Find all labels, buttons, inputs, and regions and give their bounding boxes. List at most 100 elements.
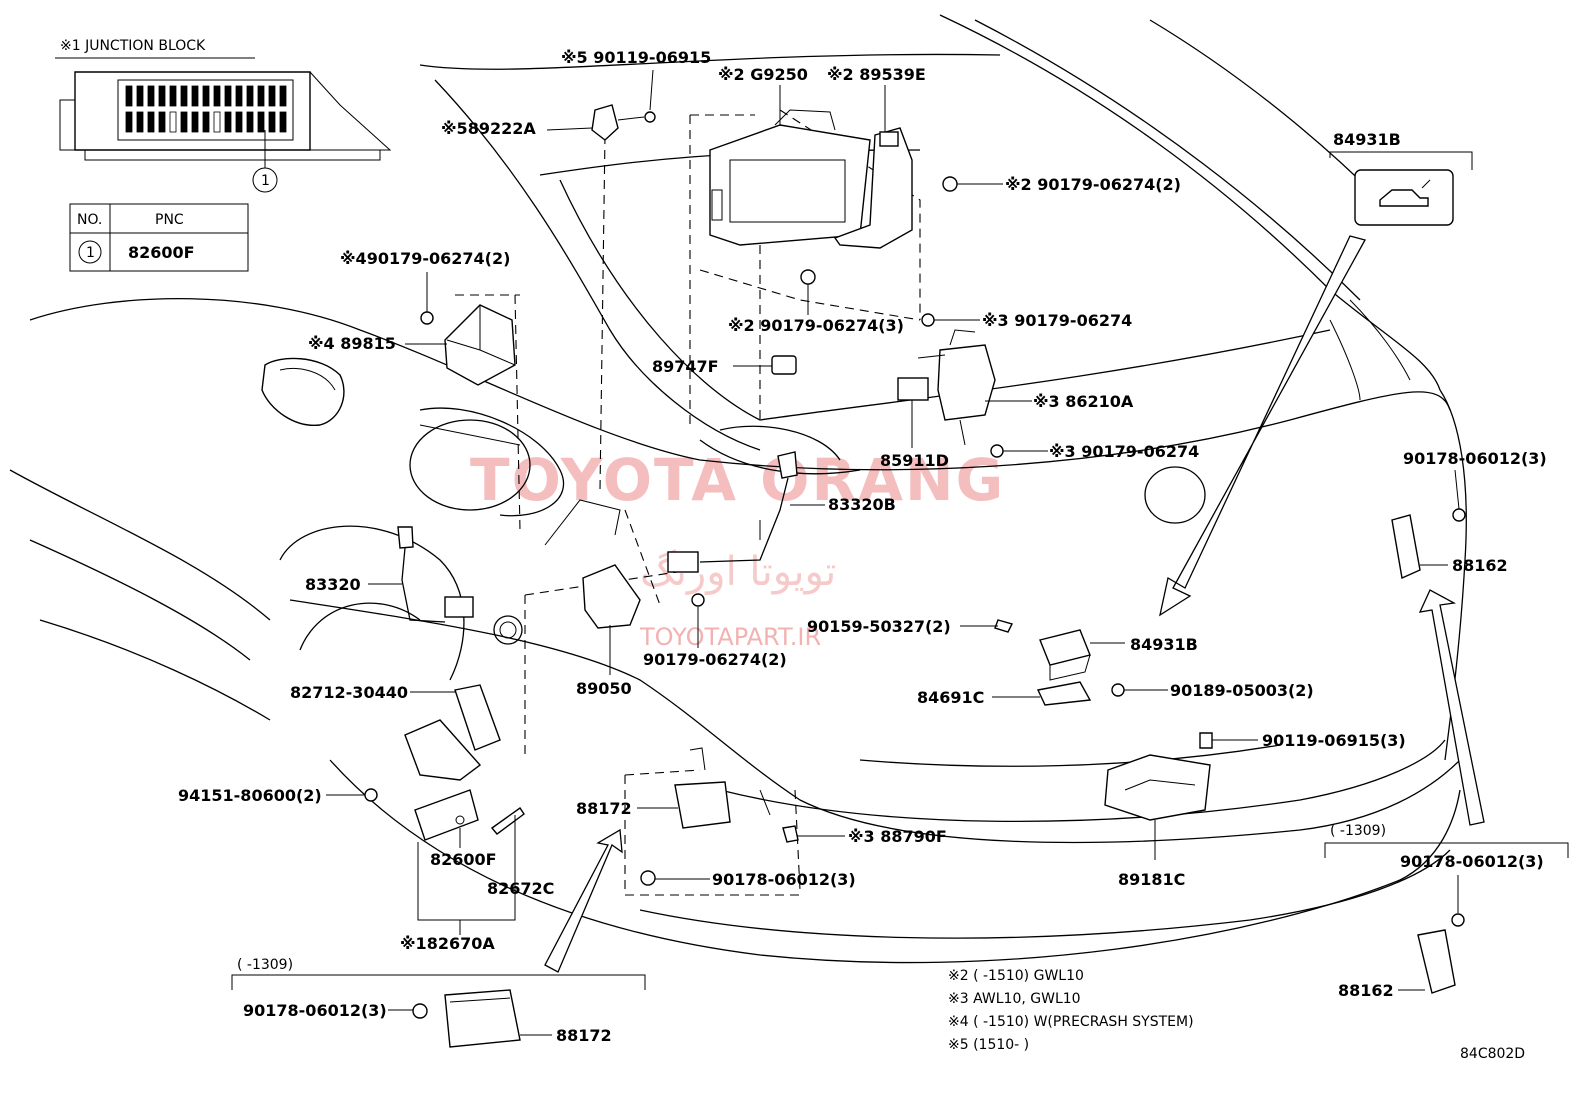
label-90178-06012-3-mid: 90178-06012(3) — [712, 870, 856, 889]
junction-callout-circle — [252, 167, 278, 193]
fuse-slot — [257, 111, 265, 133]
part-88162-shape — [1391, 514, 1421, 580]
label-82712-30440: 82712-30440 — [290, 683, 408, 702]
label-90119-06915-3: 90119-06915(3) — [1262, 731, 1406, 750]
junction-block-title: ※1 JUNCTION BLOCK — [60, 38, 206, 54]
label-82600F: 82600F — [430, 850, 497, 869]
pnc-row-pnc: 82600F — [128, 243, 195, 262]
part-82712-shape — [404, 684, 525, 841]
fuse-slot — [136, 111, 144, 133]
fuse-slot — [202, 111, 210, 133]
part-89747F-shape — [771, 355, 797, 375]
part-85911D-shape — [897, 377, 929, 401]
label-89539E: ※2 89539E — [827, 65, 926, 84]
fuse-slot — [158, 111, 166, 133]
fuse-slot — [147, 111, 155, 133]
label-94151-80600: 94151-80600(2) — [178, 786, 322, 805]
label-box-left-90178: 90178-06012(3) — [243, 1001, 387, 1020]
diagram-code: 84C802D — [1460, 1046, 1525, 1062]
label-89181C: 89181C — [1118, 870, 1185, 889]
fuse-slot — [125, 85, 133, 107]
fuse-slot — [169, 85, 177, 107]
watermark-brand: TOYOTA ORANG — [470, 446, 1005, 514]
label-90179-06274-2-right: ※2 90179-06274(2) — [1005, 175, 1181, 194]
part-83320B-shape — [667, 451, 798, 573]
fuse-slot — [235, 85, 243, 107]
footnote-4: ※4 ( -1510) W(PRECRASH SYSTEM) — [948, 1014, 1194, 1030]
label-90178-06012-3-right: 90178-06012(3) — [1403, 449, 1547, 468]
part-88172-shape — [674, 747, 771, 829]
label-86210A: ※3 86210A — [1033, 392, 1134, 411]
part-88172-box-shape — [444, 989, 521, 1048]
fuse-slot — [180, 85, 188, 107]
fuse-slot — [136, 85, 144, 107]
junction-callout-number: 1 — [261, 173, 270, 189]
fuse-slot — [268, 85, 276, 107]
label-90189-05003: 90189-05003(2) — [1170, 681, 1314, 700]
footnote-2: ※2 ( -1510) GWL10 — [948, 968, 1084, 984]
label-89747F: 89747F — [652, 357, 719, 376]
label-90159-50327: 90159-50327(2) — [807, 617, 951, 636]
label-90179-06274-3-mid: ※2 90179-06274(3) — [728, 316, 904, 335]
leader-lines — [231, 69, 1569, 1036]
label-89815: ※4 89815 — [308, 334, 396, 353]
watermark-site: TOYOTAPART.IR — [639, 623, 821, 651]
part-labels: ※5 90119-06915 ※589222A ※2 G9250 ※2 8953… — [178, 48, 1547, 1045]
arrow-to-88162-box — [1418, 589, 1485, 826]
label-88790F: ※3 88790F — [848, 827, 947, 846]
fuse-slot — [191, 85, 199, 107]
part-89050-shape — [544, 499, 641, 629]
junction-block-panel: ※1 JUNCTION BLOCK 1 — [55, 38, 392, 193]
label-G9250: ※2 G9250 — [718, 65, 808, 84]
pnc-row-no: 1 — [86, 245, 95, 261]
pnc-header-pnc: PNC — [155, 212, 184, 228]
fuse-slot — [213, 85, 221, 107]
label-82672C: 82672C — [487, 879, 554, 898]
label-box-right-90178: 90178-06012(3) — [1400, 852, 1544, 871]
label-83320B: 83320B — [828, 495, 896, 514]
footnote-3: ※3 AWL10, GWL10 — [948, 991, 1081, 1007]
fuse-slot — [169, 111, 177, 133]
part-84691C-shape — [1036, 681, 1092, 706]
label-83320: 83320 — [305, 575, 361, 594]
fuse-slot — [246, 111, 254, 133]
pnc-header-no: NO. — [77, 212, 102, 228]
fuse-slot — [279, 85, 287, 107]
fuse-slot — [147, 85, 155, 107]
fuse-slot — [125, 111, 133, 133]
part-88162-box-shape — [1417, 929, 1456, 994]
fuse-slot — [224, 111, 232, 133]
part-89222A-shape — [591, 104, 656, 141]
arrow-to-84931B — [1159, 235, 1366, 617]
label-84931B-top: 84931B — [1333, 130, 1401, 149]
nut-icons — [364, 176, 1466, 1019]
footnote-5: ※5 (1510- ) — [948, 1037, 1029, 1053]
part-89539E-shape — [833, 127, 913, 249]
part-88790F-shape — [782, 825, 799, 843]
car-trunk-icon — [1379, 189, 1429, 207]
label-90179-06274-s3-top: ※3 90179-06274 — [982, 311, 1132, 330]
label-90179-06274-s3-low: ※3 90179-06274 — [1049, 442, 1199, 461]
label-82670A: ※182670A — [400, 934, 495, 953]
label-85911D: 85911D — [880, 451, 949, 470]
label-box-left-range: ( -1309) — [237, 957, 293, 973]
fuse-slot — [158, 85, 166, 107]
label-90179-06274-2-low: 90179-06274(2) — [643, 650, 787, 669]
label-84691C: 84691C — [917, 688, 984, 707]
fuse-slot — [257, 85, 265, 107]
part-86210A-shape — [917, 329, 996, 446]
label-90179-06274-s4: ※490179-06274(2) — [340, 249, 510, 268]
part-83320-shape — [397, 526, 474, 623]
trunk-opener-switch: 84931B — [1329, 130, 1473, 226]
label-89222A: ※589222A — [441, 119, 536, 138]
fuse-slot — [246, 85, 254, 107]
fuse-slot — [235, 111, 243, 133]
label-89050: 89050 — [576, 679, 632, 698]
label-84931B: 84931B — [1130, 635, 1198, 654]
part-89815-shape — [444, 304, 516, 386]
label-box-left-88172: 88172 — [556, 1026, 612, 1045]
fuse-slot — [180, 111, 188, 133]
arrow-to-88172-box — [544, 828, 623, 973]
fuse-slot — [268, 111, 276, 133]
